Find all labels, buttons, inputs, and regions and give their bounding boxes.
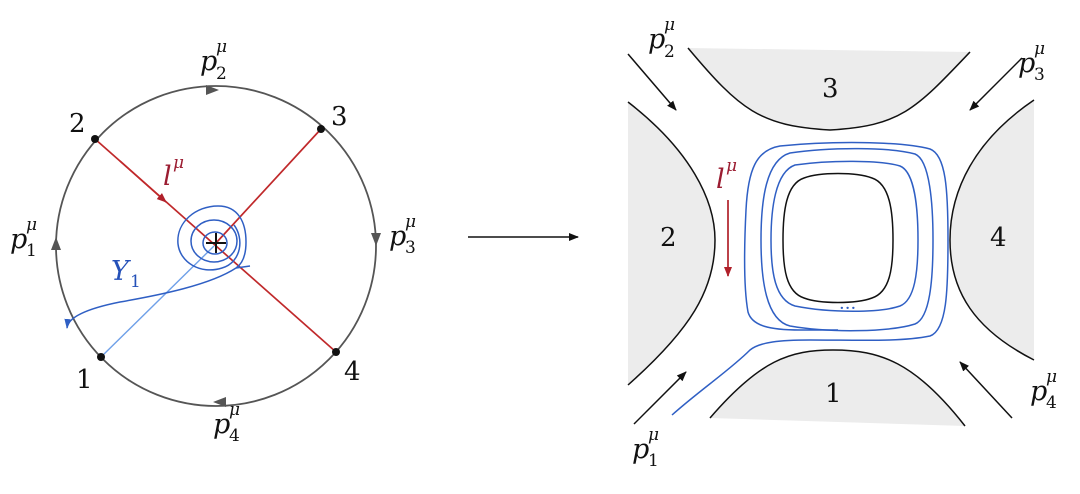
vertex-label-4: 4: [344, 357, 361, 387]
incoming-arrow-p2: [627, 53, 677, 111]
vertex-2: [91, 135, 99, 143]
inner-boundary: [782, 172, 894, 304]
cut-line: [100, 245, 215, 358]
svg-text:4: 4: [1046, 393, 1057, 413]
circle-arrow-left: [51, 237, 61, 250]
spiral-curve: [64, 205, 251, 329]
loop-momentum-arrow: [119, 160, 167, 203]
svg-text:p: p: [632, 434, 649, 465]
momentum-label-p4-right: p μ 4: [1030, 367, 1057, 413]
curve-label-y1: Y 1: [111, 256, 141, 292]
svg-text:μ: μ: [216, 37, 227, 57]
loop-momentum-label-left: l μ: [163, 153, 184, 192]
svg-text:3: 3: [1034, 65, 1045, 85]
svg-text:3: 3: [405, 238, 416, 258]
contour-ellipsis: ···: [839, 298, 856, 319]
svg-text:μ: μ: [726, 156, 737, 176]
loop-momentum-label-right: l μ: [716, 156, 737, 195]
region-3-edge: [687, 47, 971, 131]
circle-arrow-right: [371, 233, 381, 246]
svg-text:p: p: [213, 409, 230, 440]
svg-text:μ: μ: [229, 400, 240, 420]
svg-text:μ: μ: [26, 215, 37, 235]
chord-3-to-center: [215, 128, 322, 244]
svg-text:μ: μ: [648, 425, 659, 445]
vertex-label-2: 2: [69, 109, 86, 139]
svg-text:p: p: [10, 224, 27, 255]
right-diagram: ··· l μ 1 2 3 4 p μ 1 p μ 2 p μ 3: [627, 15, 1057, 471]
svg-text:p: p: [1018, 48, 1035, 79]
svg-text:1: 1: [26, 241, 37, 261]
region-1: [710, 350, 965, 426]
contour-curves: [671, 141, 949, 416]
vertex-4: [332, 348, 340, 356]
svg-text:p: p: [200, 46, 217, 77]
incoming-arrow-p4: [959, 361, 1013, 419]
momentum-label-p3-right: p μ 3: [1018, 39, 1045, 85]
svg-text:4: 4: [229, 426, 240, 446]
svg-text:μ: μ: [1046, 367, 1057, 387]
region-label-3: 3: [822, 74, 839, 104]
circle-arrow-top: [206, 85, 219, 95]
svg-text:l: l: [716, 164, 725, 195]
momentum-label-p2-right: p μ 2: [648, 15, 675, 62]
vertex-3: [317, 125, 325, 133]
momentum-label-p3-left: p μ 3: [389, 212, 416, 258]
svg-text:p: p: [389, 221, 406, 252]
momentum-label-p1-left: p μ 1: [10, 215, 37, 261]
left-diagram: 1 2 3 4 p μ 1 p μ 2 p μ 3 p μ 4 l μ: [10, 37, 416, 446]
center-cross: [206, 233, 226, 253]
momentum-label-p1-right: p μ 1: [632, 425, 659, 471]
circle-arrow-bottom: [213, 397, 226, 407]
region-label-4: 4: [990, 223, 1007, 253]
svg-text:l: l: [163, 161, 172, 192]
svg-text:1: 1: [648, 451, 659, 471]
incoming-arrow-p1: [633, 371, 687, 425]
momentum-label-p4-left: p μ 4: [213, 400, 240, 446]
svg-text:μ: μ: [1034, 39, 1045, 59]
svg-text:p: p: [1030, 376, 1047, 407]
svg-text:μ: μ: [173, 153, 184, 173]
region-label-2: 2: [660, 223, 677, 253]
vertex-label-1: 1: [76, 365, 93, 395]
svg-text:2: 2: [664, 42, 675, 62]
region-1-edge: [709, 349, 966, 427]
region-label-1: 1: [825, 379, 842, 409]
region-3: [688, 48, 970, 130]
svg-text:2: 2: [216, 64, 227, 84]
svg-text:Y: Y: [111, 256, 131, 287]
svg-text:p: p: [648, 24, 665, 55]
svg-text:μ: μ: [664, 15, 675, 35]
svg-text:μ: μ: [405, 212, 416, 232]
momentum-label-p2-left: p μ 2: [200, 37, 227, 84]
region-2-edge: [627, 101, 716, 386]
svg-text:1: 1: [130, 272, 141, 292]
region-4-edge: [949, 99, 1035, 361]
incoming-arrow-p3: [969, 57, 1023, 111]
vertex-1: [97, 353, 105, 361]
vertex-label-3: 3: [331, 102, 348, 132]
